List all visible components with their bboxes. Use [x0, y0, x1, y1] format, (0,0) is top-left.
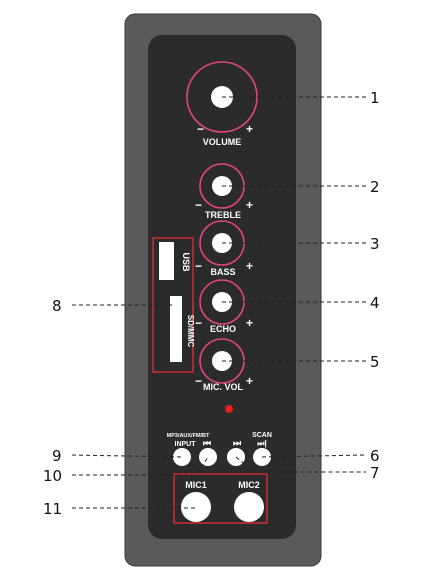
inner-panel — [148, 35, 296, 539]
bass-plus: + — [246, 259, 253, 273]
callout-4: 4 — [370, 294, 380, 312]
callout-8: 8 — [52, 297, 62, 315]
leader-9 — [71, 454, 183, 458]
echo-plus: + — [246, 316, 253, 330]
callout-11: 11 — [43, 500, 62, 518]
usb-label: USB — [181, 252, 191, 272]
bass-minus: − — [195, 259, 202, 273]
mic2-label: MIC2 — [238, 480, 260, 490]
power-led — [225, 405, 233, 413]
volume-label: VOLUME — [203, 137, 242, 147]
mic-frame — [173, 473, 268, 524]
echo-label: ECHO — [210, 324, 236, 334]
callout-6: 6 — [370, 447, 380, 465]
bass-label: BASS — [210, 267, 235, 277]
callout-1: 1 — [370, 89, 380, 107]
play-label: ⏭| — [257, 439, 266, 448]
input-top-label: MP3/AUX/FM/BT — [167, 433, 210, 439]
scan-label: SCAN — [252, 432, 272, 439]
callout-2: 2 — [370, 178, 380, 196]
callout-5: 5 — [370, 353, 380, 371]
treble-plus: + — [246, 198, 253, 212]
volume-minus: − — [197, 122, 204, 136]
sd-card-slot[interactable] — [170, 296, 182, 362]
callout-3: 3 — [370, 235, 380, 253]
usb-port[interactable] — [159, 242, 174, 280]
volume-plus: + — [246, 122, 253, 136]
treble-minus: − — [195, 198, 202, 212]
sd-label: SD/MMC — [186, 315, 195, 348]
mic2-jack[interactable] — [234, 492, 264, 522]
echo-minus: − — [195, 316, 202, 330]
callout-10: 10 — [43, 467, 62, 485]
mic-vol-label: MIC. VOL — [203, 382, 244, 392]
leader-6 — [261, 454, 367, 458]
next-label: ⏭ — [233, 438, 242, 448]
leader-7 — [235, 456, 366, 473]
input-button[interactable] — [173, 448, 191, 466]
callout-7: 7 — [370, 464, 380, 482]
mic-vol-minus: − — [195, 374, 202, 388]
leader-lines — [71, 96, 367, 509]
prev-label: ⏮ — [203, 438, 211, 448]
mic1-jack[interactable] — [181, 492, 211, 522]
input-label: INPUT — [175, 441, 197, 448]
mic-vol-plus: + — [246, 374, 253, 388]
mic1-label: MIC1 — [185, 480, 207, 490]
prev-button[interactable] — [199, 448, 217, 466]
callout-9: 9 — [52, 447, 62, 465]
treble-label: TREBLE — [205, 210, 241, 220]
